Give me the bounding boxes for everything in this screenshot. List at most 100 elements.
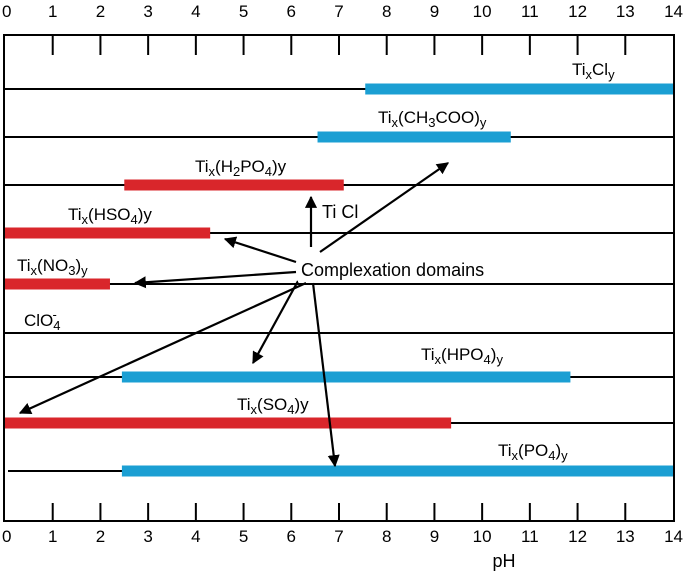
label-segment: y [480,115,487,130]
label-segment: 4 [287,402,294,417]
top-axis-ticks [51,36,627,520]
label-segment: 2 [233,164,240,179]
domain-bar-po4 [121,465,673,477]
species-label-po4: Tix(PO4)y [498,441,568,463]
top-tick-label: 11 [521,2,539,21]
top-tick-label: 0 [2,2,11,21]
label-segment: x [512,448,519,463]
domain-bar-h2po4 [124,179,344,191]
domain-bar-ticl [365,83,673,95]
label-segment: x [209,164,216,179]
plot-frame [3,34,675,522]
label-segment: x [586,67,593,82]
label-segment: (SO [257,395,287,414]
species-label-ticl: TixCly [572,60,615,82]
label-segment: ) [556,441,562,460]
label-segment: x [435,352,442,367]
label-segment: - [53,307,57,322]
label-segment: )y [138,205,153,224]
bottom-tick-label: 9 [430,527,439,546]
label-segment: 4 [53,318,60,333]
bottom-tick-label: 11 [521,527,539,546]
domain-bar-hso4 [5,227,211,239]
species-label-hso4: Tix(HSO4)y [68,205,152,227]
complexation-arrows [18,162,449,468]
domain-bar-so4 [5,417,452,429]
row-so4: Tix(SO4)y [5,395,673,429]
bottom-tick-label: 0 [2,527,11,546]
top-tick-label: 12 [568,2,587,21]
species-label-no3: Tix(NO3)y [17,256,88,278]
bottom-tick-label: 5 [239,527,248,546]
center-label: Complexation domains [301,260,484,280]
bottom-tick-label: 1 [48,527,57,546]
label-segment: Ti [17,256,31,275]
label-segment: ) [491,345,497,364]
label-segment: Ti [572,60,586,79]
row-hpo4: Tix(HPO4)y [5,345,673,383]
bottom-tick-label: 8 [382,527,391,546]
row-clo4: ClO4- [5,307,673,334]
row-no3: Tix(NO3)y [5,256,673,290]
arrow-to-acetate [319,162,449,253]
label-segment: ) [75,256,81,275]
label-segment: x [82,212,89,227]
bottom-tick-label: 7 [334,527,343,546]
domain-bar-acetate [317,131,511,143]
row-acetate: Tix(CH3COO)y [5,108,673,143]
top-tick-label: 9 [430,2,439,21]
arrow-to-hso4 [223,236,297,264]
bottom-tick-label: 2 [96,527,105,546]
label-segment: (NO [37,256,68,275]
label-segment: Ti [237,395,251,414]
top-tick-label: 8 [382,2,391,21]
label-segment: y [561,448,568,463]
label-segment: (HPO [441,345,484,364]
label-segment: Ti [68,205,82,224]
row-hso4: Tix(HSO4)y [5,205,673,239]
label-segment: x [392,115,399,130]
label-segment: x [31,263,38,278]
label-segment: x [251,402,258,417]
top-tick-label: 13 [616,2,635,21]
label-segment: (H [215,157,233,176]
domain-bar-no3 [5,278,110,290]
label-segment: Cl [592,60,608,79]
top-tick-label: 10 [473,2,492,21]
label-segment: Ti [378,108,392,127]
domain-bar-hpo4 [121,371,571,383]
arrow-to-hpo4 [252,280,299,365]
label-segment: Ti [421,345,435,364]
label-segment: y [81,263,88,278]
top-tick-label: 7 [334,2,343,21]
label-segment: y [496,352,503,367]
x-axis-title: pH [492,551,515,571]
label-segment: ClO [24,311,53,330]
species-label-acetate: Tix(CH3COO)y [378,108,487,130]
top-tick-label: 5 [239,2,248,21]
bottom-tick-label: 13 [616,527,635,546]
label-segment: 3 [428,115,435,130]
label-segment: )y [272,157,287,176]
center-label-background [298,256,520,282]
label-segment: 4 [131,212,138,227]
arrow-to-so4 [18,281,307,415]
label-segment: COO) [435,108,479,127]
bottom-tick-label: 3 [143,527,152,546]
top-tick-label: 14 [664,2,683,21]
top-tick-label: 4 [191,2,200,21]
label-segment: (HSO [88,205,131,224]
top-tick-label: 2 [96,2,105,21]
label-segment: )y [295,395,310,414]
label-segment: 3 [68,263,75,278]
top-tick-label: 3 [143,2,152,21]
species-label-so4: Tix(SO4)y [237,395,309,417]
label-segment: (CH [398,108,428,127]
bottom-tick-label: 6 [287,527,296,546]
bottom-tick-label: 14 [664,527,683,546]
arrow-to-po4 [311,282,340,468]
label-segment: y [608,67,615,82]
top-tick-label: 6 [287,2,296,21]
